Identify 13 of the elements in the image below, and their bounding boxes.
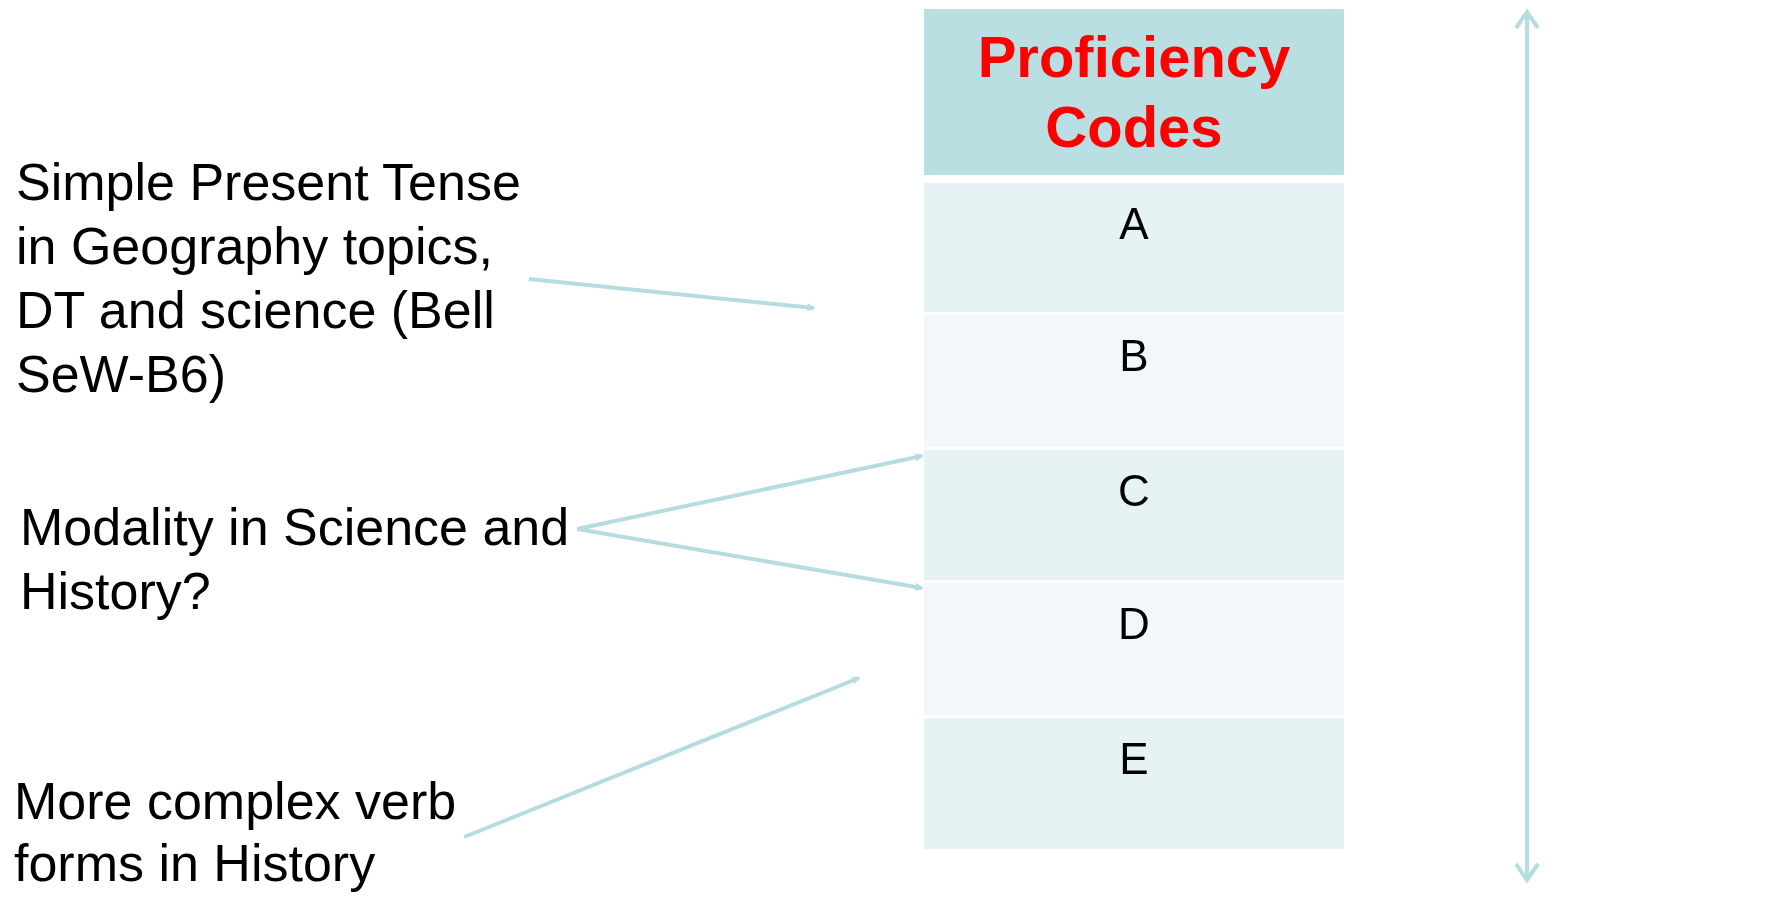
code-row: E: [924, 718, 1344, 849]
annotation-text: More complex verb forms in History: [14, 770, 494, 894]
table-header: Proficiency Codes: [924, 9, 1344, 175]
annotation-text: Simple Present Tense in Geography topics, DT and science (Bell SeW-B6): [16, 150, 546, 410]
code-row: D: [924, 583, 1344, 715]
arrow: [576, 527, 923, 591]
code-row: B: [924, 315, 1344, 447]
arrow: [528, 277, 815, 312]
annotation-text: Modality in Science and History?: [20, 495, 600, 625]
arrow: [576, 453, 923, 531]
code-row: C: [924, 450, 1344, 580]
arrow: [463, 676, 860, 839]
code-row: A: [924, 183, 1344, 312]
